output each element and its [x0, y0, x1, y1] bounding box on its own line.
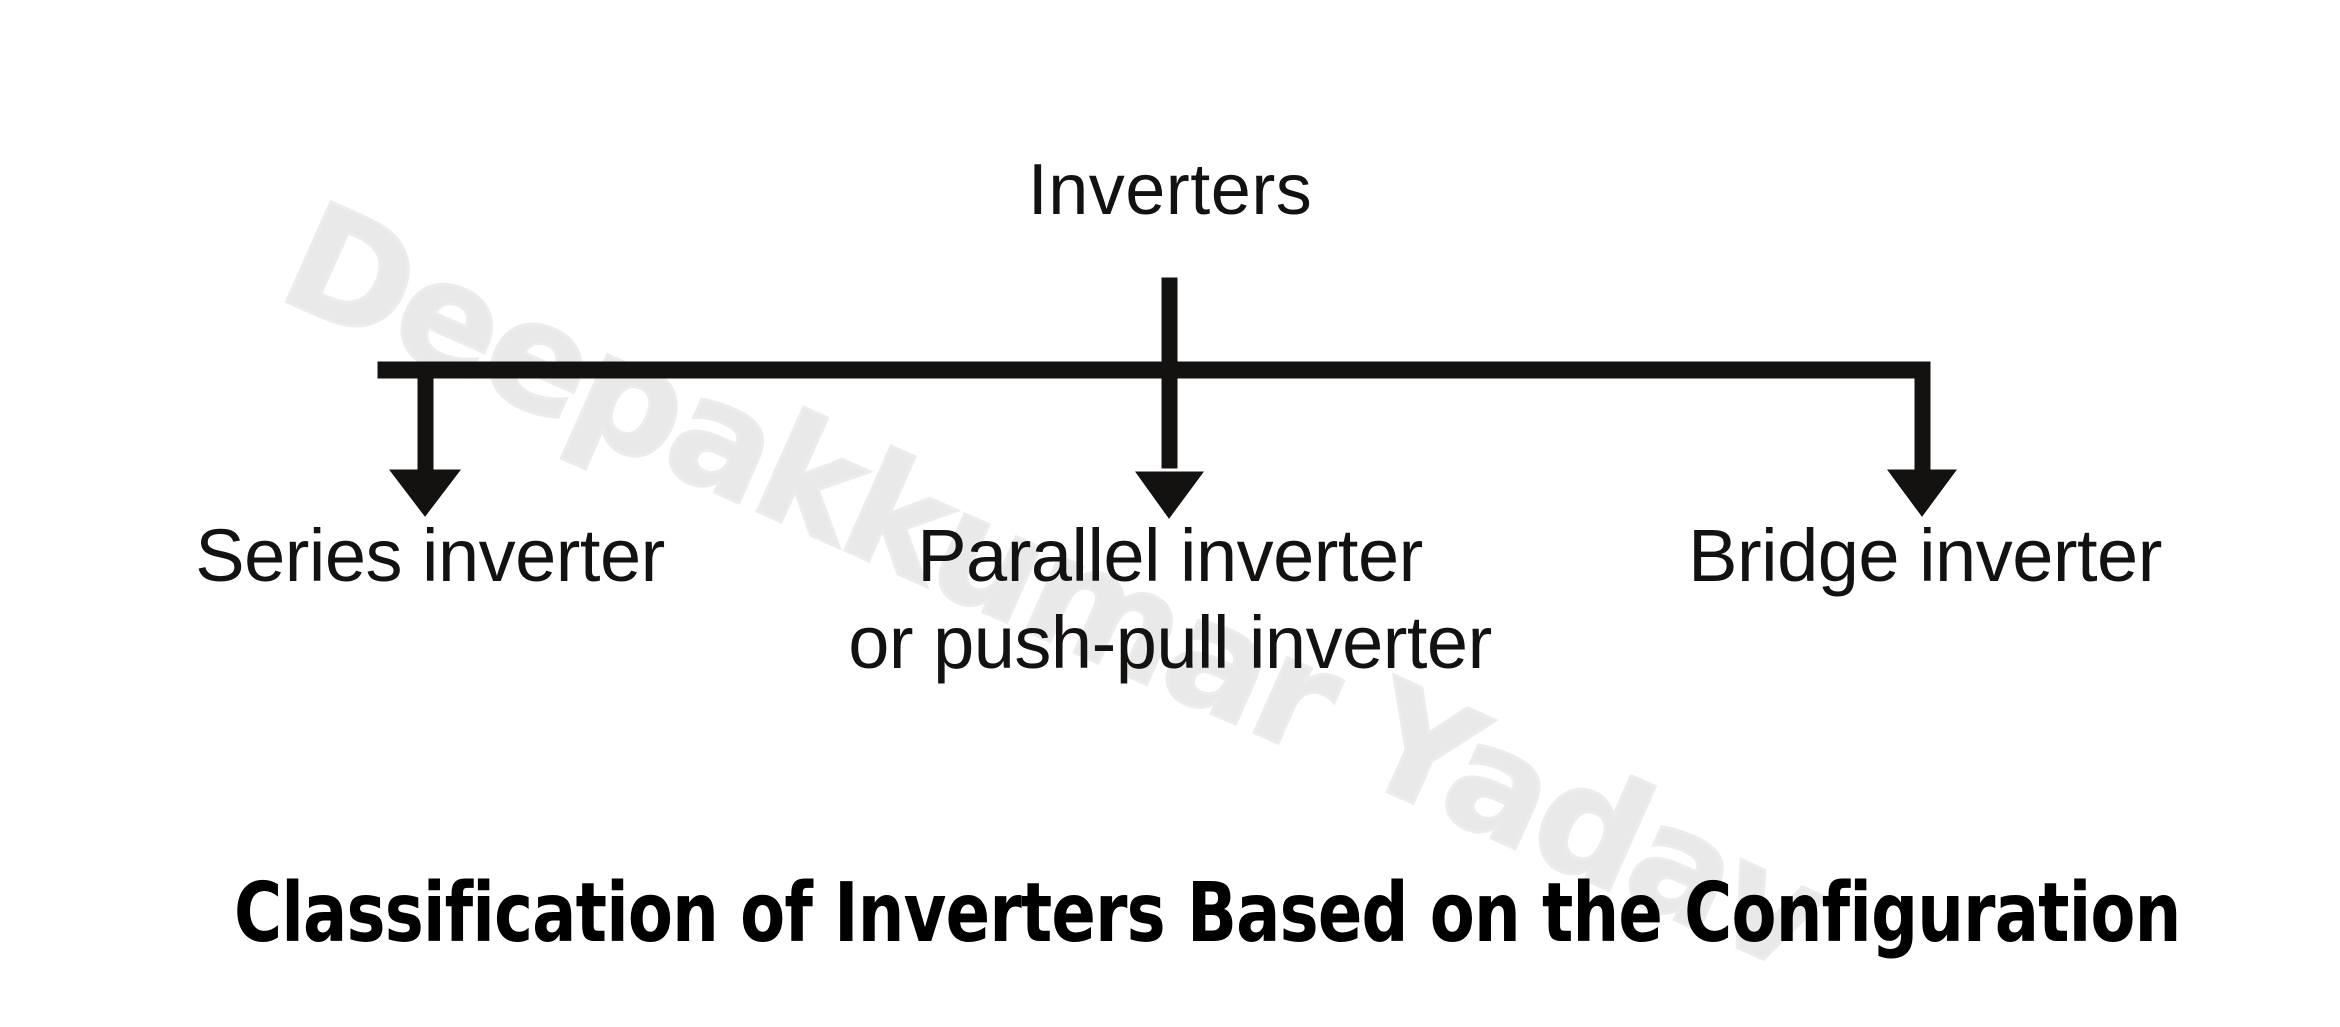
node-parallel-inverter-line1: Parallel inverter	[917, 514, 1423, 597]
node-parallel-inverter-line2: or push-pull inverter	[848, 601, 1492, 685]
center-arrowhead	[1135, 471, 1204, 519]
right-arrowhead	[1887, 469, 1957, 517]
node-parallel-inverter: Parallel inverter or push-pull inverter	[790, 512, 1550, 687]
node-bridge-inverter: Bridge inverter	[1688, 514, 2162, 597]
horizontal-bus-line	[377, 361, 1931, 379]
node-series-inverter: Series inverter	[195, 514, 665, 597]
node-root-inverters: Inverters	[1027, 150, 1313, 230]
right-branch-line	[1914, 361, 1931, 485]
left-branch-line	[417, 361, 434, 485]
figure-caption: Classification of Inverters Based on the…	[234, 866, 2181, 961]
left-arrowhead	[388, 469, 462, 517]
